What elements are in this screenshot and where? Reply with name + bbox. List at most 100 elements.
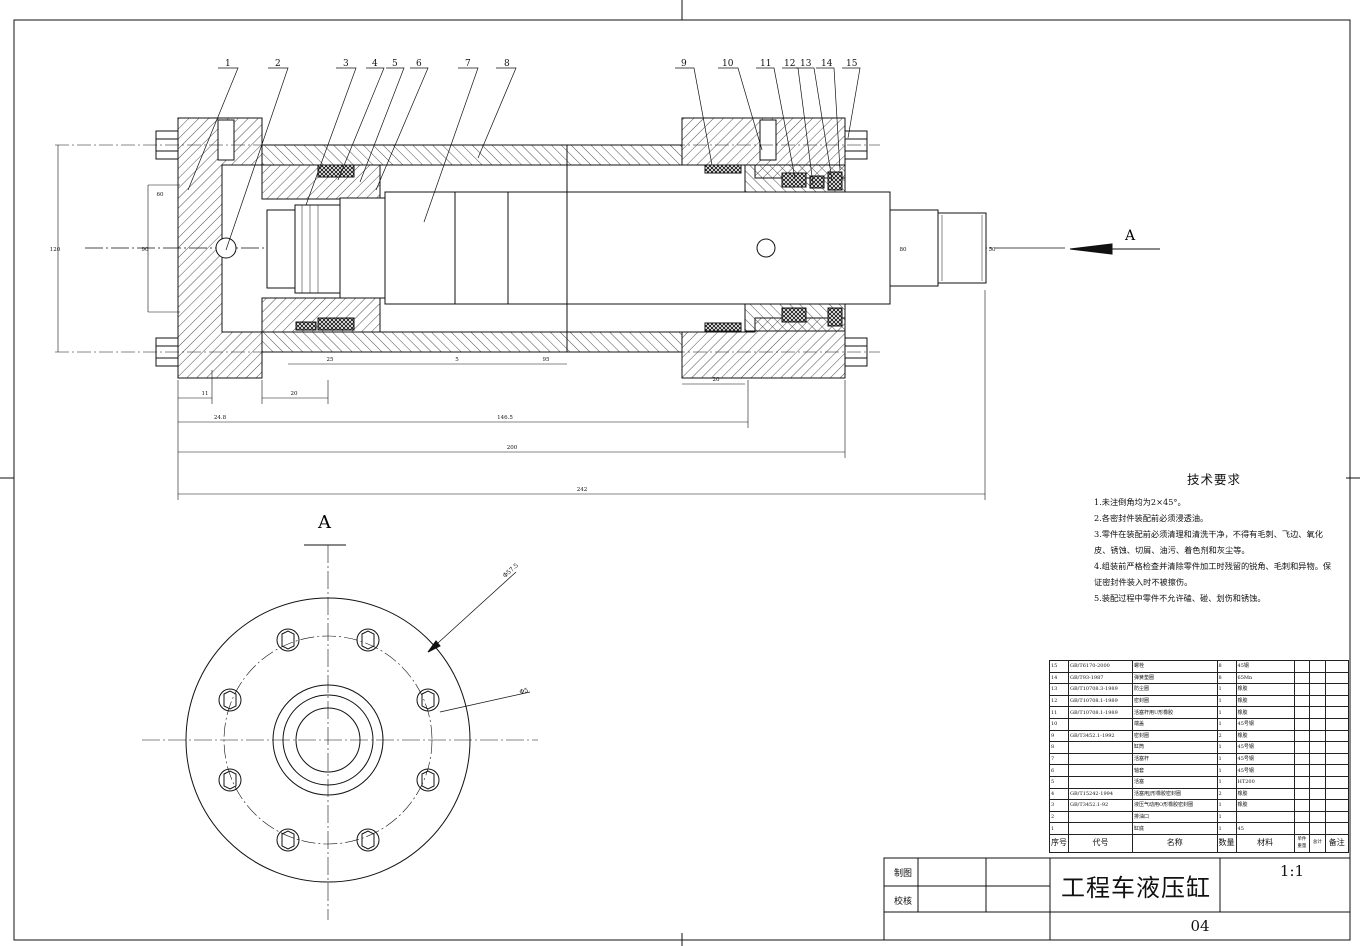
row-material bbox=[1235, 810, 1295, 824]
row-code bbox=[1068, 764, 1133, 777]
row-name: 液压气动用O形橡胶密封圈 bbox=[1131, 799, 1218, 812]
row-name: 密封圈 bbox=[1131, 694, 1218, 708]
row-note bbox=[1324, 729, 1350, 743]
header-note: 备注 bbox=[1324, 833, 1350, 853]
tech-item: 4.组装前严格检查并清除零件加工时残留的锐角、毛刺和异物。保 bbox=[1094, 561, 1332, 571]
row-unit bbox=[1293, 729, 1311, 743]
row-no: 12 bbox=[1049, 694, 1069, 708]
row-unit bbox=[1293, 694, 1311, 708]
row-qty: 1 bbox=[1216, 741, 1237, 754]
row-name: 弹簧垫圈 bbox=[1131, 671, 1218, 685]
dim-120: 120 bbox=[50, 247, 61, 253]
title-block-frame bbox=[883, 857, 1351, 941]
row-total bbox=[1309, 810, 1326, 824]
dimension-texts: 11 20 24.8 146.5 200 242 5 95 20 25 120 … bbox=[50, 192, 996, 493]
drawn-by-label: 制图 bbox=[894, 869, 913, 879]
part-label-11: 11 bbox=[760, 59, 771, 69]
row-unit bbox=[1293, 660, 1311, 673]
row-qty: 1 bbox=[1216, 706, 1237, 719]
part-label-3: 3 bbox=[343, 59, 349, 69]
header-weight: 重量 bbox=[1297, 844, 1307, 850]
dim-5: 5 bbox=[455, 357, 459, 363]
row-unit bbox=[1293, 787, 1311, 801]
row-qty: 2 bbox=[1216, 729, 1237, 743]
dim-242: 242 bbox=[577, 487, 588, 493]
row-name: 排油口 bbox=[1131, 810, 1218, 824]
row-note bbox=[1324, 775, 1350, 789]
row-qty: 2 bbox=[1216, 787, 1237, 801]
row-no: 7 bbox=[1049, 752, 1069, 766]
row-name: 螺栓 bbox=[1131, 660, 1218, 673]
row-note bbox=[1324, 799, 1350, 812]
part-label-15: 15 bbox=[846, 59, 858, 69]
technical-requirements: 技术要求 1.未注倒角均为2×45°。 2.各密封件装配前必须浸透油。 3.零件… bbox=[1094, 472, 1334, 606]
row-note bbox=[1324, 706, 1350, 719]
row-material: 65Mn bbox=[1235, 671, 1295, 685]
row-code: GB/T10708.1-1989 bbox=[1068, 706, 1133, 719]
part-label-6: 6 bbox=[416, 59, 422, 69]
row-code bbox=[1068, 717, 1133, 731]
row-code: GB/T3452.1-92 bbox=[1068, 799, 1133, 812]
row-unit bbox=[1293, 822, 1311, 835]
row-unit bbox=[1293, 775, 1311, 789]
row-note bbox=[1324, 717, 1350, 731]
part-label-10: 10 bbox=[722, 59, 734, 69]
row-note bbox=[1324, 764, 1350, 777]
cylinder-section-view bbox=[55, 117, 1160, 379]
row-total bbox=[1309, 799, 1326, 812]
dim-50: 50 bbox=[989, 247, 996, 253]
row-no: 9 bbox=[1049, 729, 1069, 743]
row-no: 6 bbox=[1049, 764, 1069, 777]
row-unit bbox=[1293, 752, 1311, 766]
row-code bbox=[1068, 741, 1133, 754]
dim-146-5: 146.5 bbox=[497, 415, 513, 421]
row-note bbox=[1324, 683, 1350, 696]
row-name: 端盖 bbox=[1131, 717, 1218, 731]
row-unit bbox=[1293, 717, 1311, 731]
row-qty: 1 bbox=[1216, 822, 1237, 835]
row-code bbox=[1068, 822, 1133, 835]
row-qty: 1 bbox=[1216, 717, 1237, 731]
row-code: GB/T10708.1-1989 bbox=[1068, 694, 1133, 708]
row-total bbox=[1309, 683, 1326, 696]
part-label-14: 14 bbox=[821, 59, 833, 69]
part-label-13: 13 bbox=[800, 59, 812, 69]
dim-11: 11 bbox=[202, 391, 209, 397]
row-code: GB/T93-1987 bbox=[1068, 671, 1133, 685]
row-name: 活塞杆 bbox=[1131, 752, 1218, 766]
row-material: 橡胶 bbox=[1235, 729, 1295, 743]
dim-200: 200 bbox=[507, 445, 518, 451]
row-no: 4 bbox=[1049, 787, 1069, 801]
part-label-9: 9 bbox=[681, 59, 687, 69]
drawing-number: 04 bbox=[1190, 917, 1210, 935]
row-qty: 1 bbox=[1216, 752, 1237, 766]
view-a-label: A bbox=[317, 512, 332, 533]
row-total bbox=[1309, 717, 1326, 731]
row-name: 活塞杆用U形橡胶 bbox=[1131, 706, 1218, 719]
header-unit-weight: 单件重量 bbox=[1293, 833, 1311, 853]
row-material: 橡胶 bbox=[1235, 706, 1295, 719]
drawing-scale: 1:1 bbox=[1279, 862, 1305, 880]
row-note bbox=[1324, 671, 1350, 685]
bolt-holes bbox=[218, 628, 440, 852]
row-material: 45号钢 bbox=[1235, 752, 1295, 766]
row-total bbox=[1309, 787, 1326, 801]
row-unit bbox=[1293, 683, 1311, 696]
row-no: 13 bbox=[1049, 683, 1069, 696]
row-material: 橡胶 bbox=[1235, 694, 1295, 708]
row-total bbox=[1309, 706, 1326, 719]
tech-item: 2.各密封件装配前必须浸透油。 bbox=[1094, 513, 1209, 523]
row-qty: 1 bbox=[1216, 775, 1237, 789]
row-code bbox=[1068, 810, 1133, 824]
dim-20b: 20 bbox=[713, 377, 720, 383]
row-qty: 1 bbox=[1216, 810, 1237, 824]
row-name: 轴套 bbox=[1131, 764, 1218, 777]
